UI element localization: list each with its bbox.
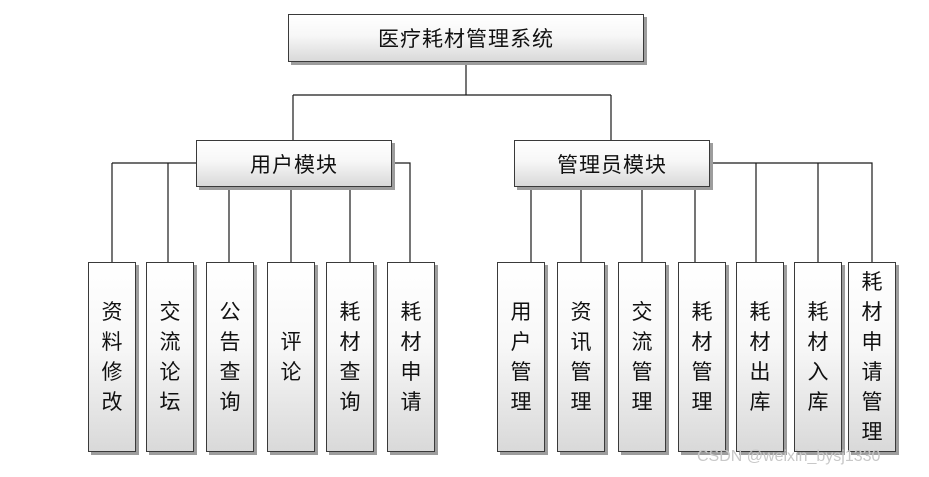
leaf-node: 用户管理 bbox=[497, 262, 545, 452]
leaf-node-label: 资料修改 bbox=[101, 300, 123, 414]
leaf-node-label: 耗材申请 bbox=[400, 300, 422, 414]
leaf-node-label: 耗材入库 bbox=[807, 300, 829, 414]
leaf-node: 耗材入库 bbox=[794, 262, 842, 452]
leaf-node-label: 交流论坛 bbox=[159, 300, 181, 414]
leaf-node-label: 资讯管理 bbox=[570, 300, 592, 414]
root-node: 医疗耗材管理系统 bbox=[288, 14, 644, 62]
watermark: CSDN @weixin_bysj1330 bbox=[697, 448, 881, 465]
leaf-node: 交流管理 bbox=[618, 262, 666, 452]
leaf-node: 耗材出库 bbox=[736, 262, 784, 452]
leaf-node: 公告查询 bbox=[206, 262, 254, 452]
leaf-node-label: 耗材申请管理 bbox=[861, 270, 883, 444]
module-node-user: 用户模块 bbox=[196, 140, 392, 187]
leaf-node: 交流论坛 bbox=[146, 262, 194, 452]
leaf-node: 耗材申请管理 bbox=[848, 262, 896, 452]
module-node-admin: 管理员模块 bbox=[514, 140, 710, 187]
leaf-node: 耗材管理 bbox=[678, 262, 726, 452]
leaf-node-label: 公告查询 bbox=[219, 300, 241, 414]
root-node-label: 医疗耗材管理系统 bbox=[378, 27, 554, 51]
leaf-node-label: 交流管理 bbox=[631, 300, 653, 414]
leaf-node: 耗材查询 bbox=[326, 262, 374, 452]
leaf-node: 耗材申请 bbox=[387, 262, 435, 452]
leaf-node: 评论 bbox=[267, 262, 315, 452]
leaf-node-label: 耗材管理 bbox=[691, 300, 713, 414]
leaf-node: 资讯管理 bbox=[557, 262, 605, 452]
leaf-node-label: 用户管理 bbox=[510, 300, 532, 414]
leaf-node-label: 评论 bbox=[280, 330, 302, 384]
leaf-node-label: 耗材出库 bbox=[749, 300, 771, 414]
module-node-label: 管理员模块 bbox=[557, 152, 667, 177]
leaf-node-label: 耗材查询 bbox=[339, 300, 361, 414]
module-node-label: 用户模块 bbox=[250, 152, 338, 177]
leaf-node: 资料修改 bbox=[88, 262, 136, 452]
